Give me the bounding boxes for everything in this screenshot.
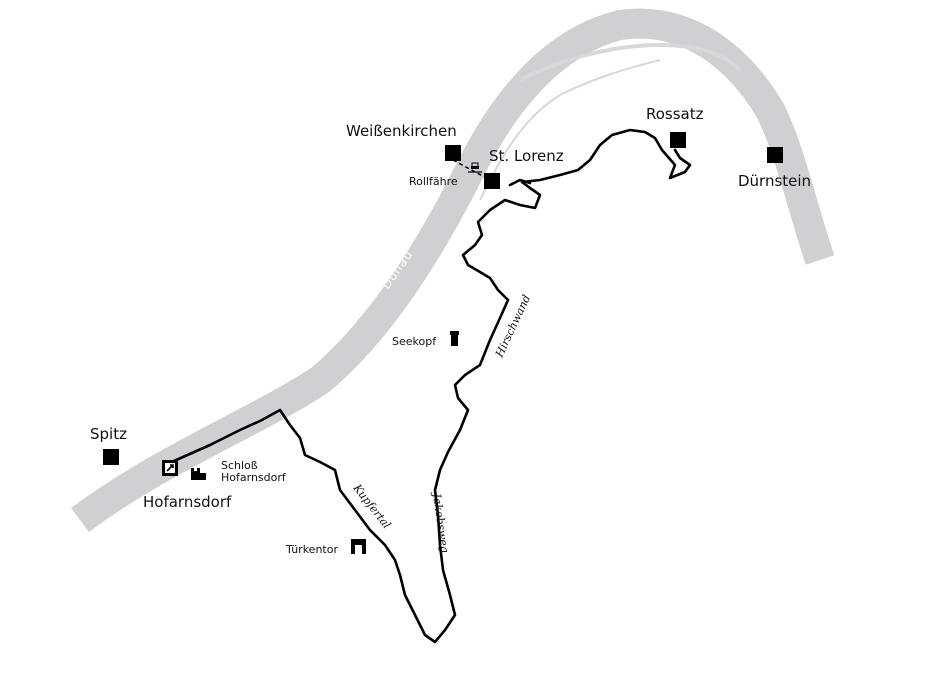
castle-icon[interactable] xyxy=(191,468,206,480)
river-tributary xyxy=(479,59,661,201)
rossatz-label: Rossatz xyxy=(646,105,704,123)
st-lorenz-label: St. Lorenz xyxy=(489,147,564,165)
seekopf-label: Seekopf xyxy=(392,335,437,348)
kupfertal-label: Kupfertal xyxy=(350,481,393,531)
ferry-line xyxy=(452,159,491,181)
weissenkirchen-label: Weißenkirchen xyxy=(346,122,457,140)
river-side-channel xyxy=(519,42,742,82)
st-lorenz-marker[interactable] xyxy=(484,173,500,189)
schloss-label-line1: Schloß xyxy=(221,459,258,472)
start-arrow-icon[interactable] xyxy=(162,460,178,476)
tower-icon[interactable] xyxy=(450,331,459,346)
danube-river xyxy=(71,8,835,533)
gate-icon[interactable] xyxy=(351,539,366,554)
duernstein-marker[interactable] xyxy=(767,147,783,163)
ferry-icon[interactable] xyxy=(468,162,482,173)
hirschwand-label: Hirschwand xyxy=(493,293,534,360)
route-connector xyxy=(508,178,532,187)
schloss-label-line2: Hofarnsdorf xyxy=(221,471,287,484)
jakobsweg-label: Jakobsweg xyxy=(430,491,451,554)
spitz-label: Spitz xyxy=(90,425,127,443)
duernstein-label: Dürnstein xyxy=(738,172,811,190)
hofarnsdorf-label: Hofarnsdorf xyxy=(143,493,232,511)
weissenkirchen-marker[interactable] xyxy=(445,145,461,161)
spitz-marker[interactable] xyxy=(103,449,119,465)
hiking-route xyxy=(163,128,692,644)
rollfaehre-label: Rollfähre xyxy=(409,175,458,188)
rossatz-marker[interactable] xyxy=(670,132,686,148)
tuerkentor-label: Türkentor xyxy=(285,543,338,556)
